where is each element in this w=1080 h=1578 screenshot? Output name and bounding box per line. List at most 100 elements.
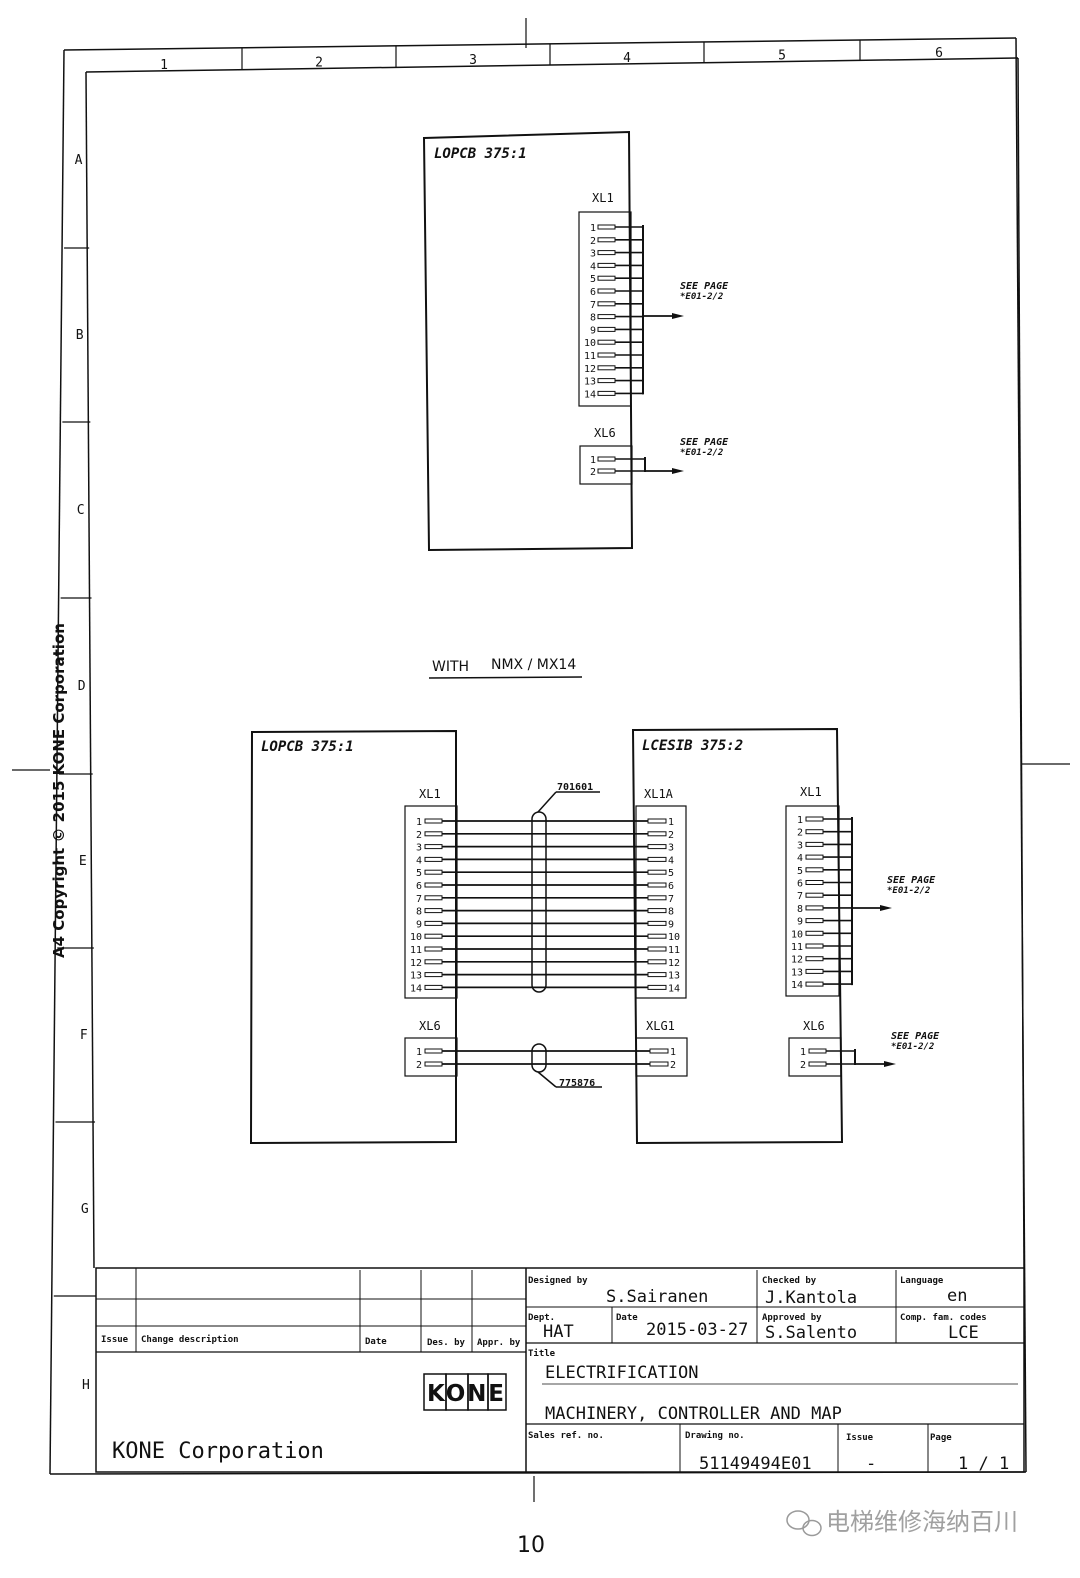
xl1a-pin-number: 9 xyxy=(668,919,674,930)
top-xl1-pin-number: 8 xyxy=(590,313,596,324)
xlg1-label: XLG1 xyxy=(646,1019,675,1033)
right-xl1-pin-number: 12 xyxy=(791,955,803,966)
date-label: Date xyxy=(616,1313,638,1323)
right-xl1-terminal xyxy=(805,880,824,885)
right-xl6-label: XL6 xyxy=(803,1019,825,1033)
top-xl6-ref-line1: SEE PAGE xyxy=(680,437,729,448)
top-xl1-terminal xyxy=(597,262,616,268)
left-xl1-pin-number: 14 xyxy=(410,983,422,994)
top-xl1-terminal xyxy=(597,288,616,294)
title-line2: MACHINERY, CONTROLLER AND MAP xyxy=(545,1404,842,1424)
watermark-text: 电梯维修海纳百川 xyxy=(826,1508,1018,1536)
dept-value: HAT xyxy=(543,1322,574,1342)
left-xl1-terminal xyxy=(424,933,443,939)
right-xl1-pin-number: 7 xyxy=(797,891,803,902)
xl1a-block xyxy=(635,805,687,999)
approved-by-label: Approved by xyxy=(762,1313,822,1323)
top-xl1-terminal xyxy=(597,314,616,320)
row-label: H xyxy=(82,1378,90,1393)
top-board-label: LOPCB 375:1 xyxy=(434,146,527,162)
kone-logo: KONE xyxy=(423,1373,507,1411)
bottom-connector-pins: 1234567891011121314123456789101112131412… xyxy=(410,815,896,1071)
row-dividers xyxy=(53,247,97,1297)
right-xl6-pin-number: 1 xyxy=(800,1047,806,1058)
row-label: C xyxy=(77,503,85,518)
section-name: NMX / MX14 xyxy=(491,657,576,673)
top-xl6-label: XL6 xyxy=(594,426,616,440)
cable-marker-top xyxy=(531,791,600,993)
drawing-no-label: Drawing no. xyxy=(685,1430,745,1441)
top-xl1-terminal xyxy=(597,301,616,307)
top-xl6-arrow-head xyxy=(672,468,684,474)
left-xl1-terminal xyxy=(424,856,443,862)
cable-bottom-label: 775876 xyxy=(559,1078,595,1089)
column-label: 3 xyxy=(469,53,477,68)
right-xl1-pin-number: 3 xyxy=(797,840,803,851)
top-xl1-pin-number: 7 xyxy=(590,300,596,311)
row-label: E xyxy=(79,854,87,869)
xl1a-terminal xyxy=(647,972,667,978)
top-xl1-terminal xyxy=(597,275,616,281)
wechat-icon xyxy=(786,1510,822,1537)
right-xl1-pin-number: 10 xyxy=(791,929,803,940)
top-xl1-terminal xyxy=(597,365,616,371)
right-xl1-pin-number: 5 xyxy=(797,866,803,877)
left-xl1-terminal xyxy=(424,869,443,875)
left-xl1-terminal xyxy=(424,844,443,850)
top-xl1-pin-number: 5 xyxy=(590,274,596,285)
xl1a-pin-number: 10 xyxy=(668,932,680,943)
row-label: F xyxy=(80,1028,88,1043)
top-xl6-terminal xyxy=(597,468,616,474)
sales-ref-label: Sales ref. no. xyxy=(528,1431,604,1441)
right-xl6-arrow-head xyxy=(884,1061,896,1067)
left-xl1-terminal xyxy=(424,882,443,888)
xl1a-terminal xyxy=(647,831,667,837)
column-label: 1 xyxy=(160,58,168,73)
top-xl6-ref-line2: *E01-2/2 xyxy=(680,448,723,458)
right-xl1-terminal xyxy=(805,892,824,898)
top-xl1-pin-number: 2 xyxy=(590,236,596,247)
left-xl6-pin-number: 1 xyxy=(416,1047,422,1058)
xl1a-label: XL1A xyxy=(644,787,674,801)
top-xl6-pins: 12 xyxy=(590,455,684,478)
left-xl1-pin-number: 5 xyxy=(416,868,422,879)
top-xl1-terminal xyxy=(597,352,616,358)
right-xl1-terminal xyxy=(805,854,824,860)
top-xl6-pin-number: 1 xyxy=(590,455,596,466)
left-xl1-pin-number: 1 xyxy=(416,817,422,828)
xl1a-terminal xyxy=(647,869,667,875)
left-xl1-terminal xyxy=(424,818,443,824)
left-xl1-terminal xyxy=(424,895,443,901)
xlg1-block xyxy=(635,1037,688,1077)
top-xl1-terminal xyxy=(597,250,616,256)
xl1a-pin-number: 11 xyxy=(668,945,680,956)
left-xl6-pin-number: 2 xyxy=(416,1060,422,1071)
xlg1-terminal xyxy=(649,1048,669,1054)
xl1a-pin-number: 7 xyxy=(668,894,674,905)
right-xl1-pin-number: 13 xyxy=(791,967,803,978)
page-value: 1 / 1 xyxy=(958,1454,1009,1474)
right-xl6-block xyxy=(788,1037,842,1077)
hdr-date: Date xyxy=(365,1337,387,1347)
drawing-no-value: 51149494E01 xyxy=(699,1454,812,1474)
right-xl1-pin-number: 14 xyxy=(791,980,803,991)
language-value: en xyxy=(947,1286,967,1306)
right-xl1-pin-number: 1 xyxy=(797,815,803,826)
cable-top-label: 701601 xyxy=(557,782,593,793)
top-xl1-pin-number: 9 xyxy=(590,325,596,336)
right-xl1-ref-line1: SEE PAGE xyxy=(887,875,936,886)
left-xl1-terminal xyxy=(424,972,443,978)
left-xl1-pin-number: 10 xyxy=(410,932,422,943)
date-value: 2015-03-27 xyxy=(646,1320,748,1340)
left-xl1-pin-number: 13 xyxy=(410,971,422,982)
top-xl1-terminal xyxy=(597,224,616,230)
xl1a-pin-number: 1 xyxy=(668,817,674,828)
column-label: 6 xyxy=(935,46,943,61)
top-xl1-ref-line2: *E01-2/2 xyxy=(680,292,723,302)
left-xl1-label: XL1 xyxy=(419,787,441,801)
xl1a-terminal xyxy=(647,920,667,926)
